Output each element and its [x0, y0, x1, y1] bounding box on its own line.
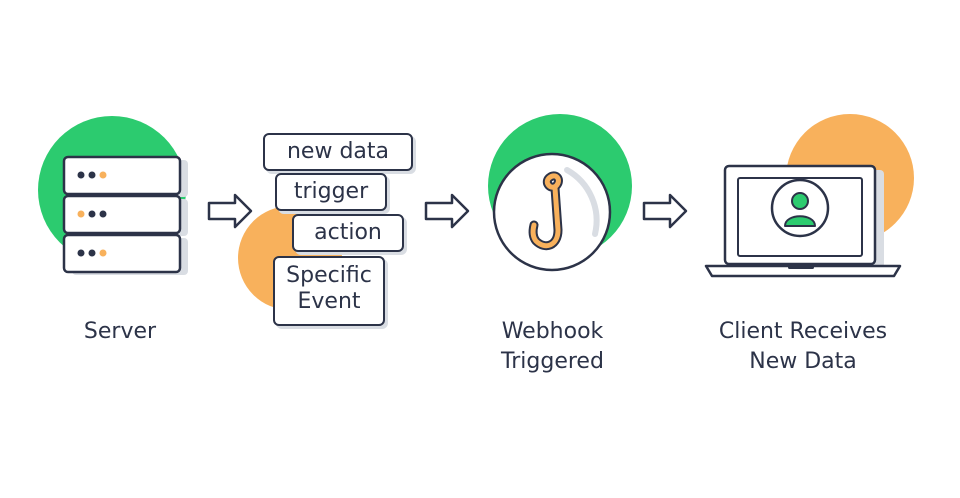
user-avatar-icon: [770, 178, 830, 238]
client-label-line1: Client Receives: [718, 319, 888, 344]
client-label: Client Receives New Data: [688, 317, 918, 377]
tag-new-data: new data: [263, 133, 413, 171]
webhook-label-line2: Triggered: [501, 349, 604, 374]
hook-icon: [488, 114, 632, 272]
tag-specific-event: Specific Event: [273, 256, 385, 326]
tag-action: action: [292, 214, 404, 252]
arrow-right-icon: [207, 193, 253, 229]
arrow-right-icon: [424, 193, 470, 229]
client-label-line2: New Data: [749, 349, 857, 374]
webhook-label-line1: Webhook: [501, 319, 604, 344]
arrow-right-icon: [642, 193, 688, 229]
tag-specific-line: Specific: [286, 263, 372, 288]
tag-event-line: Event: [297, 289, 361, 314]
server-icon: [38, 116, 188, 275]
tag-trigger: trigger: [275, 173, 387, 211]
webhook-label: Webhook Triggered: [460, 317, 645, 377]
server-label: Server: [83, 319, 157, 344]
